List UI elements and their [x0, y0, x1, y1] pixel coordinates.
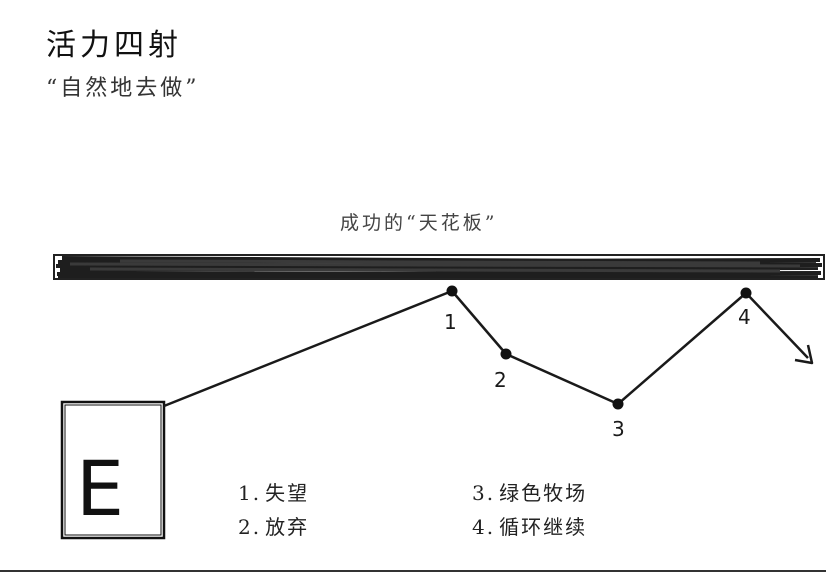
legend-item-1: 1.失望 — [238, 476, 309, 510]
bottom-divider — [0, 570, 826, 572]
legend-text: 循环继续 — [499, 515, 588, 539]
legend-num: 3. — [472, 481, 496, 505]
point-marker-2 — [500, 348, 512, 360]
box-letter-e: E — [76, 444, 124, 533]
point-label-3: 3 — [612, 417, 625, 441]
point-marker-3 — [612, 398, 624, 410]
legend-text: 放弃 — [265, 515, 310, 539]
legend-num: 2. — [238, 515, 262, 539]
entrepreneur-box: E — [60, 400, 166, 540]
page-subtitle: “自然地去做” — [46, 76, 200, 101]
legend-text: 失望 — [265, 481, 310, 505]
journey-path — [163, 289, 809, 408]
point-label-4: 4 — [738, 305, 751, 329]
legend-right: 3.绿色牧场 4.循环继续 — [472, 476, 587, 544]
legend-text: 绿色牧场 — [499, 481, 588, 505]
legend-left: 1.失望 2.放弃 — [238, 476, 309, 544]
success-ceiling-bar — [53, 254, 825, 280]
point-label-2: 2 — [494, 368, 507, 392]
page-title: 活力四射 — [46, 28, 182, 63]
arrow-head-icon — [794, 344, 814, 365]
point-label-1: 1 — [444, 310, 457, 334]
point-marker-1 — [446, 285, 458, 297]
legend-item-3: 3.绿色牧场 — [472, 476, 587, 510]
ceiling-label: 成功的“天花板” — [340, 212, 498, 234]
legend-num: 1. — [238, 481, 262, 505]
legend-item-2: 2.放弃 — [238, 510, 309, 544]
legend-num: 4. — [472, 515, 496, 539]
point-marker-4 — [740, 287, 752, 299]
legend-item-4: 4.循环继续 — [472, 510, 587, 544]
